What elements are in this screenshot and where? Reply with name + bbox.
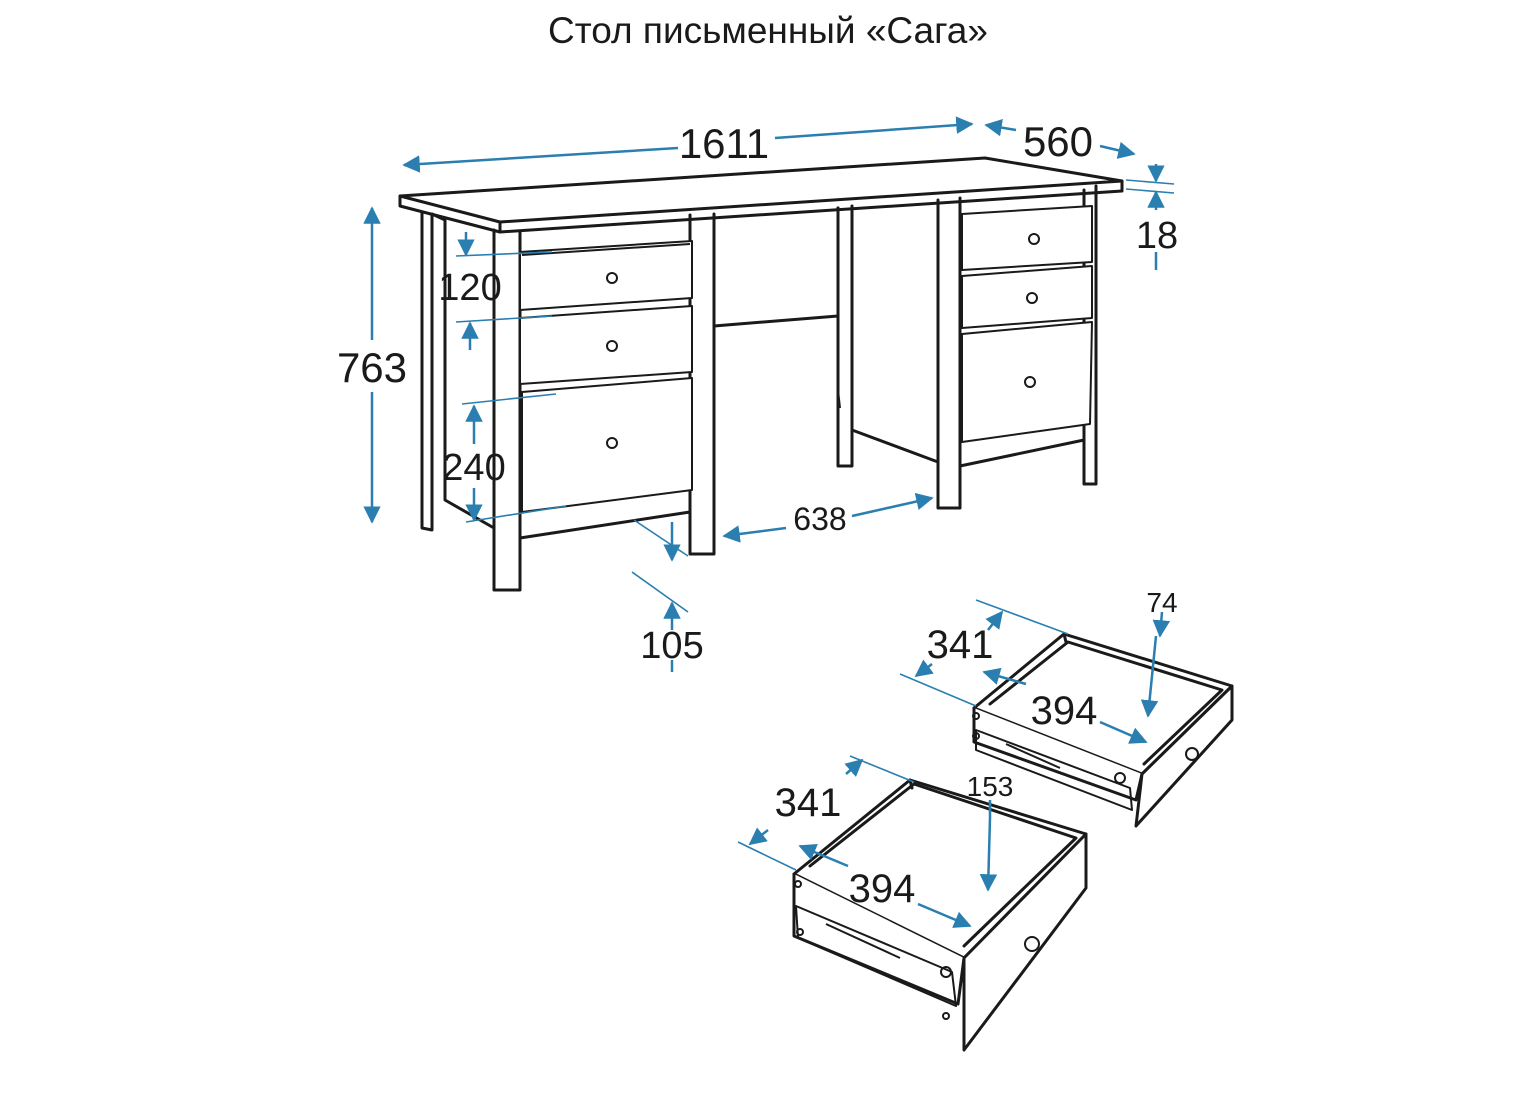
large-drawer-dimensions: 341 394 153 — [737, 755, 1014, 928]
depth-label: 560 — [1023, 118, 1093, 165]
large-drawer — [792, 778, 1088, 1052]
large-drawer-width-label: 394 — [849, 867, 916, 911]
small-drawer — [972, 632, 1234, 828]
small-drawer-height-label: 120 — [438, 267, 501, 309]
left-drawer-1 — [519, 240, 693, 311]
left-drawer-2 — [519, 305, 693, 385]
diagram-title: Стол письменный «Сага» — [548, 10, 988, 51]
small-drawer-dimensions: 341 394 74 — [899, 587, 1178, 744]
knee-space-label: 638 — [793, 501, 846, 537]
right-drawer-1 — [961, 205, 1093, 271]
knob-icon — [1026, 292, 1038, 304]
leg-setback-label: 105 — [640, 625, 703, 667]
knob-icon — [606, 340, 618, 352]
small-drawer-depth-label: 341 — [927, 623, 994, 667]
small-drawer-width-label: 394 — [1031, 689, 1098, 733]
knob-icon — [1024, 936, 1040, 952]
knob-icon — [1028, 233, 1040, 245]
knob-icon — [606, 437, 618, 449]
large-drawer-side-height-label: 153 — [967, 771, 1014, 802]
knob-icon — [1024, 376, 1036, 388]
knob-icon — [1185, 747, 1199, 761]
desk — [398, 156, 1124, 592]
large-drawer-depth-label: 341 — [775, 781, 842, 825]
small-drawer-side-height-label: 74 — [1146, 587, 1177, 618]
desk-dimensions: 1611 560 18 763 120 240 638 — [337, 116, 1178, 672]
height-label: 763 — [337, 344, 407, 391]
knob-icon — [606, 272, 618, 284]
large-drawer-height-label: 240 — [442, 447, 505, 489]
top-thickness-label: 18 — [1136, 215, 1178, 257]
width-label: 1611 — [679, 120, 769, 167]
